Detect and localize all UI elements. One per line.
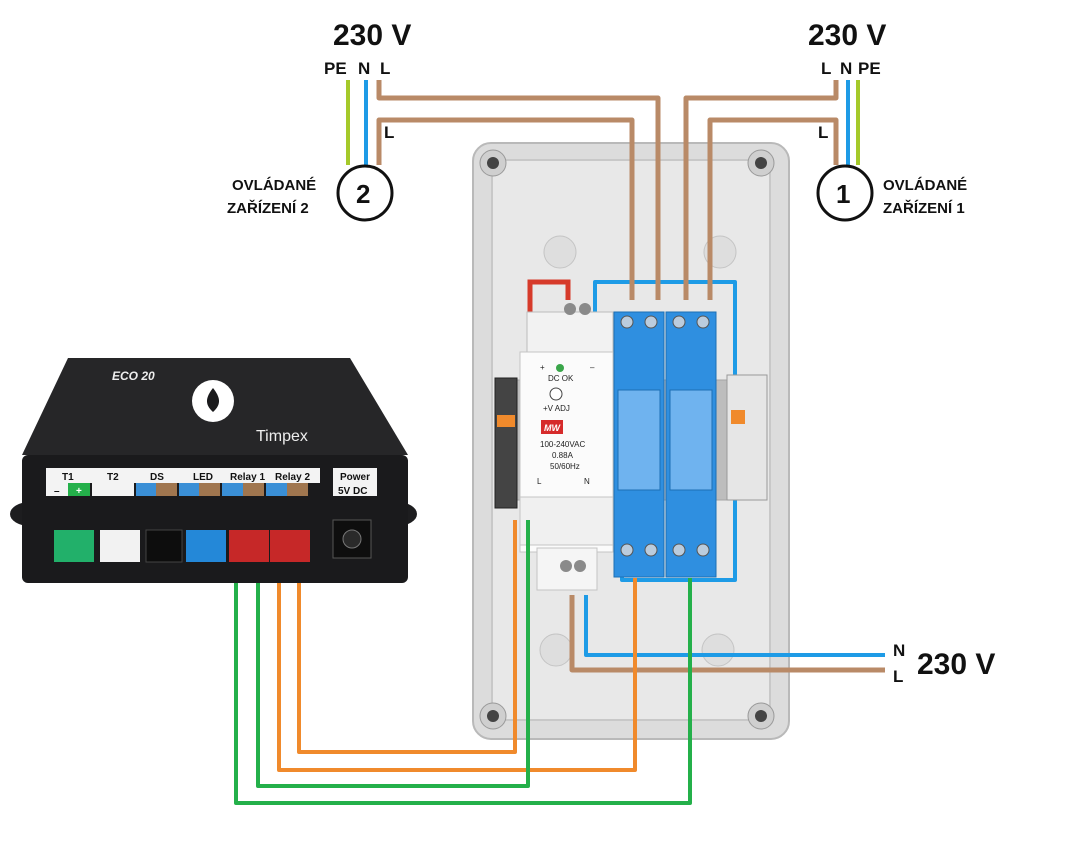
device-2-symbol (336, 164, 394, 222)
voltage-adjust-knob (549, 387, 563, 401)
relay-1-connector (229, 530, 269, 562)
t1-connector (54, 530, 94, 562)
port-label-t1: T1 (62, 472, 74, 483)
t1-plus-label: + (76, 486, 82, 497)
psu-logo: MW (544, 423, 561, 433)
device-1-symbol (816, 164, 874, 222)
device-1-line1: OVLÁDANÉ (883, 177, 967, 194)
psu-term-n: N (584, 477, 590, 486)
psu-term-l: L (537, 477, 542, 486)
green-wire-b (234, 558, 692, 805)
l-wire-device-1 (707, 117, 839, 300)
port-label-relay-1: Relay 1 (230, 472, 265, 483)
left-terminal-block (494, 377, 518, 509)
relay-2-connector (270, 530, 310, 562)
psu-rating-1: 100-240VAC (540, 440, 585, 449)
orange-wire-a (297, 520, 517, 754)
device-2-l-label: L (384, 123, 394, 142)
din-power-supply: DC OK + – +V ADJ MW 100-240VAC 0.88A 50/… (519, 303, 614, 591)
device-1-l-label: L (818, 123, 828, 142)
supply-left-l: L (380, 59, 390, 78)
t2-connector (100, 530, 140, 562)
psu-rating-3: 50/60Hz (550, 462, 580, 471)
device-2-line2: ZAŘÍZENÍ 2 (227, 199, 309, 217)
port-label-ds: DS (150, 472, 164, 483)
ds-connector (145, 529, 183, 563)
supply-right-voltage: 230 V (808, 19, 886, 52)
psu-red-bridge (527, 279, 571, 316)
dc-ok-led (556, 364, 564, 372)
l-wire-device-2 (376, 117, 635, 300)
port-label-power: Power (340, 472, 370, 483)
l-wire-left-supply (376, 80, 661, 300)
device-1-line2: ZAŘÍZENÍ 1 (883, 199, 965, 217)
right-terminal-block (726, 374, 768, 501)
controller-brand: Timpex (256, 428, 308, 445)
t1-minus-label: – (54, 486, 60, 497)
l-wire-right-supply (683, 80, 839, 300)
supply-right-l: L (821, 59, 831, 78)
orange-wire-b (277, 558, 637, 772)
port-label-led: LED (193, 472, 213, 483)
green-wire-a (256, 520, 530, 788)
device-2-number: 2 (356, 179, 370, 209)
supply-right-pe: PE (858, 59, 881, 78)
relay-1-module (613, 311, 665, 578)
port-label-relay-2: Relay 2 (275, 472, 310, 483)
led-connector (186, 530, 226, 562)
device-2-line1: OVLÁDANÉ (232, 177, 316, 194)
l-wire-bottom (569, 595, 885, 673)
psu-dc-ok-label: DC OK (548, 374, 574, 383)
n-wire-bottom (584, 595, 885, 657)
supply-bottom-voltage: 230 V (917, 648, 995, 681)
supply-bottom-l: L (893, 667, 903, 686)
supply-left-voltage: 230 V (333, 19, 411, 52)
relay-2-module (665, 311, 717, 578)
controller-model: ECO 20 (112, 369, 155, 383)
psu-adj-label: +V ADJ (543, 404, 570, 413)
power-sub-label: 5V DC (338, 486, 367, 497)
psu-plus-label: + (540, 363, 545, 372)
supply-left-n: N (358, 59, 370, 78)
supply-right-n: N (840, 59, 852, 78)
psu-minus-label: – (590, 363, 595, 372)
port-label-t2: T2 (107, 472, 119, 483)
supply-bottom-n: N (893, 641, 905, 660)
psu-rating-2: 0.88A (552, 451, 574, 460)
supply-left-pe: PE (324, 59, 347, 78)
eco20-controller: ECO 20 Timpex T1 T2 DS LED Relay 1 Relay… (10, 358, 417, 583)
device-1-number: 1 (836, 179, 850, 209)
